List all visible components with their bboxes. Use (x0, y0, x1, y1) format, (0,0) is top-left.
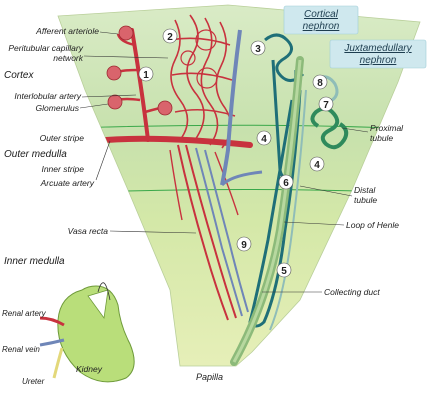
outer-medulla-label: Outer medulla (4, 149, 67, 160)
kidney-wedge-cutout (87, 289, 109, 320)
glomerulus-label: Glomerulus (36, 103, 80, 113)
marker-1: 1 (138, 66, 154, 82)
kidney-inset (39, 282, 135, 383)
collecting-duct-label: Collecting duct (324, 287, 380, 297)
svg-text:8: 8 (317, 78, 323, 89)
loop-of-henle-label: Loop of Henle (346, 220, 399, 230)
juxtamedullary-nephron-callout: Juxtamedullary nephron (329, 39, 427, 69)
glomerulus-1 (107, 94, 123, 110)
peritubular-capillary-label-1: Peritubular capillary (8, 43, 83, 53)
marker-7: 7 (318, 96, 334, 112)
marker-5: 5 (276, 262, 292, 278)
ureter-vessel (52, 347, 64, 379)
marker-6: 6 (278, 174, 294, 190)
vasa-recta-label: Vasa recta (68, 226, 109, 236)
papilla-label: Papilla (196, 372, 223, 382)
ureter-label: Ureter (22, 377, 45, 386)
cortical-nephron-callout: Cortical nephron (283, 5, 359, 35)
leader-lines (79, 31, 369, 293)
nephron-tubules (230, 33, 349, 366)
proximal-tubule-coil (310, 106, 349, 150)
number-markers: 1 2 3 4 4 5 6 7 8 9 (138, 28, 334, 278)
proximal-tubule-label-1: Proximal (370, 123, 404, 133)
marker-2: 2 (162, 28, 178, 44)
arcuate-artery-label: Arcuate artery (40, 178, 95, 188)
juxtamedullary-nephron-label-1: Juxtamedullary (343, 43, 412, 54)
marker-3: 3 (250, 40, 266, 56)
renal-artery-vessel (39, 316, 65, 327)
cortical-nephron-label-2: nephron (303, 21, 340, 32)
interlobular-artery-vessel (130, 28, 150, 142)
marker-4b: 4 (309, 156, 325, 172)
renal-artery-label: Renal artery (2, 309, 47, 318)
glomerulus-3 (118, 25, 134, 41)
proximal-tubule-label-2: tubule (370, 133, 393, 143)
inner-stripe-label: Inner stripe (41, 164, 84, 174)
renal-vein-vessel (39, 338, 65, 347)
vasa-recta-vessels (169, 144, 249, 321)
glomerulus-4 (157, 100, 173, 116)
juxtamedullary-loop (248, 89, 302, 328)
glomerulus-2 (106, 65, 122, 81)
interlobular-artery-label: Interlobular artery (14, 91, 81, 101)
juxtamedullary-nephron-label-2: nephron (360, 55, 397, 66)
svg-text:3: 3 (255, 44, 261, 55)
inner-medulla-label: Inner medulla (4, 256, 65, 267)
kidney-shape (57, 285, 135, 383)
svg-text:2: 2 (167, 32, 173, 43)
vascular-tree (103, 14, 263, 321)
svg-text:7: 7 (323, 100, 329, 111)
marker-9: 9 (236, 236, 252, 252)
afferent-arteriole-label: Afferent arteriole (35, 26, 99, 36)
renal-vein-label: Renal vein (2, 345, 40, 354)
marker-4a: 4 (256, 130, 272, 146)
svg-text:9: 9 (241, 240, 247, 251)
distal-tubule-label-2: tubule (354, 195, 377, 205)
distal-tubule-label-1: Distal (354, 185, 376, 195)
svg-text:1: 1 (143, 70, 149, 81)
svg-text:4: 4 (261, 134, 267, 145)
cortex-label: Cortex (4, 70, 34, 81)
svg-text:4: 4 (314, 160, 320, 171)
inset-pointer-arrow (97, 282, 111, 301)
svg-text:6: 6 (283, 178, 289, 189)
kidney-wedge (57, 4, 421, 367)
vein-vessel (220, 29, 242, 186)
peritubular-capillary-label-2: network (53, 53, 84, 63)
kidney-label: Kidney (76, 364, 103, 374)
cortical-nephron-label-1: Cortical (304, 9, 339, 20)
outer-stripe-label: Outer stripe (40, 133, 85, 143)
marker-8: 8 (312, 74, 328, 90)
svg-text:5: 5 (281, 266, 287, 277)
